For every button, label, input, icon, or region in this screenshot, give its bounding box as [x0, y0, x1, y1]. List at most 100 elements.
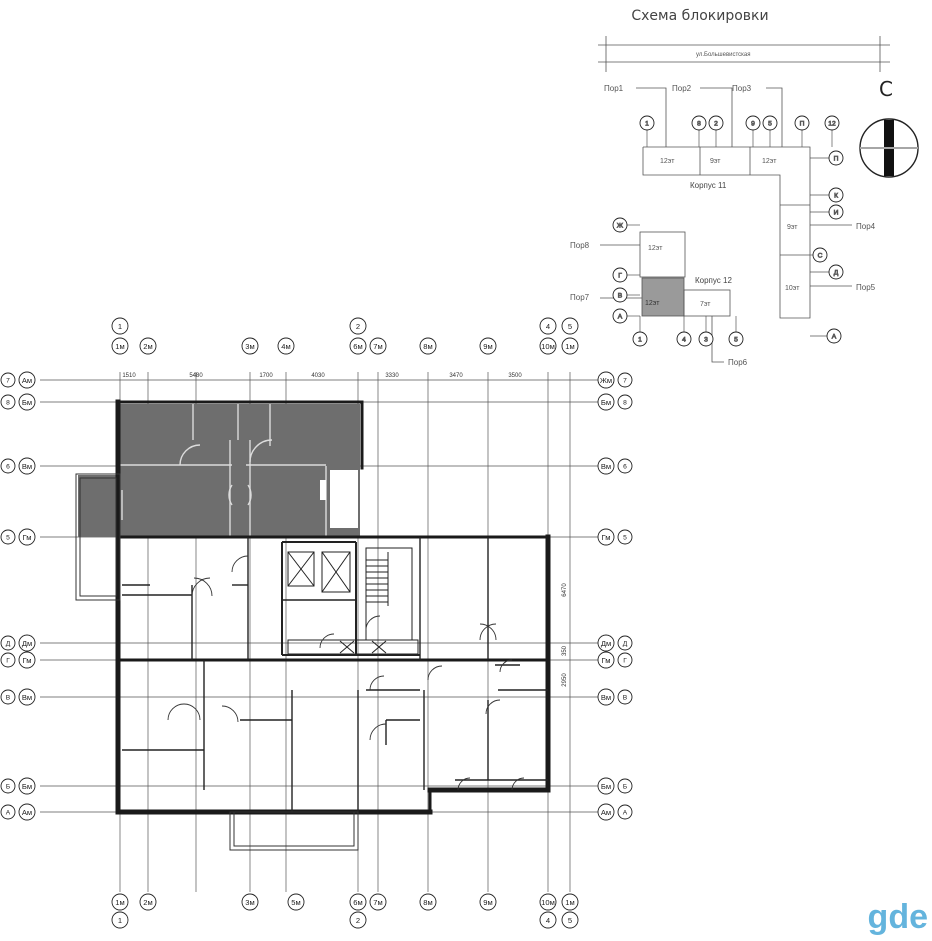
col-subaxis-top-6-label: 8м [423, 342, 432, 351]
row-axis-left-8-label: А [6, 810, 11, 817]
col-subaxis-bottom-6: 8м [419, 893, 437, 911]
scheme-axis-right-3: С [812, 247, 828, 263]
scheme-axis-right-1: К [828, 187, 844, 203]
scheme-axis-top-4: 5 [762, 115, 778, 131]
col-axis-top-2-label: 4 [546, 322, 550, 331]
col-subaxis-top-8: 10м [539, 337, 557, 355]
col-axis-top-2: 4 [539, 317, 557, 335]
row-subaxis-right-6-label: Вм [601, 693, 611, 702]
dimension-top-6: 3500 [508, 373, 522, 379]
row-subaxis-left-4-label: Дм [22, 639, 32, 648]
col-subaxis-bottom-4: 6м [349, 893, 367, 911]
col-subaxis-bottom-9: 1м [561, 893, 579, 911]
row-axis-left-1-label: 8 [6, 400, 10, 407]
col-axis-bottom-3-label: 5 [568, 916, 572, 925]
row-axis-right-5: Г [617, 652, 633, 668]
dimension-top-1: 5480 [189, 373, 203, 379]
col-axis-bottom-1-label: 2 [356, 916, 360, 925]
col-subaxis-top-9: 1м [561, 337, 579, 355]
row-axis-left-5: Г [0, 652, 16, 668]
row-axis-right-6-label: В [623, 695, 628, 702]
col-subaxis-bottom-0-label: 1м [115, 898, 124, 907]
col-axis-bottom-0-label: 1 [118, 916, 122, 925]
scheme-axis-right-0-label: П [834, 156, 839, 163]
floors-7: 12эт [645, 300, 660, 307]
scheme-axis-right-2-label: И [834, 210, 839, 217]
section-2: Пор2 [672, 84, 692, 93]
scheme-axis-right-0: П [828, 150, 844, 166]
scheme-axis-bottom-1-label: 4 [682, 337, 686, 344]
col-subaxis-bottom-8-label: 10м [541, 898, 555, 907]
col-subaxis-top-7: 9м [479, 337, 497, 355]
street-label: ул.Большевистская [696, 52, 751, 58]
scheme-axis-top-0: 1 [639, 115, 655, 131]
scheme-axis-top-1-label: 8 [697, 121, 701, 128]
scheme-axis-bottom-0-label: 1 [638, 337, 642, 344]
col-subaxis-bottom-0: 1м [111, 893, 129, 911]
dimension-right-0: 6470 [562, 583, 568, 597]
row-subaxis-left-8-label: Ам [22, 808, 32, 817]
row-axis-right-7-label: Б [623, 784, 628, 791]
floors-2: 9эт [710, 158, 721, 165]
col-subaxis-bottom-2-label: 3м [245, 898, 254, 907]
dimension-top-5: 3470 [449, 373, 463, 379]
row-axis-right-2: 6 [617, 458, 633, 474]
section-7: Пор7 [570, 293, 590, 302]
row-subaxis-right-5: Гм [597, 651, 615, 669]
row-subaxis-left-6-label: Вм [22, 693, 32, 702]
row-subaxis-right-0-label: Жм [600, 376, 612, 385]
scheme-axis-left-0: Ж [612, 217, 628, 233]
col-axis-top-1-label: 2 [356, 322, 360, 331]
col-subaxis-bottom-7-label: 9м [483, 898, 492, 907]
row-axis-left-0: 7 [0, 372, 16, 388]
scheme-axis-left-2: В [612, 287, 628, 303]
scheme-axis-top-4-label: 5 [768, 121, 772, 128]
row-axis-left-5-label: Г [6, 658, 10, 665]
col-subaxis-bottom-9-label: 1м [565, 898, 574, 907]
row-subaxis-right-5-label: Гм [602, 656, 611, 665]
floors-1: 12эт [660, 158, 675, 165]
row-axis-left-7-label: Б [6, 784, 11, 791]
row-axis-right-0: 7 [617, 372, 633, 388]
row-axis-right-8: А [617, 804, 633, 820]
row-axis-right-1-label: 8 [623, 400, 627, 407]
section-3: Пор3 [732, 84, 752, 93]
row-axis-left-8: А [0, 804, 16, 820]
col-subaxis-top-2-label: 3м [245, 342, 254, 351]
col-axis-bottom-2-label: 4 [546, 916, 550, 925]
col-subaxis-top-5: 7м [369, 337, 387, 355]
row-subaxis-left-1: Бм [18, 393, 36, 411]
floors-4: 9эт [787, 224, 798, 231]
row-subaxis-right-4: Дм [597, 634, 615, 652]
compass-label: С [879, 77, 893, 101]
col-subaxis-bottom-4-label: 6м [353, 898, 362, 907]
scheme-axis-bottom-1: 4 [676, 331, 692, 347]
scheme-axis-top-2-label: 2 [714, 121, 718, 128]
row-axis-left-0-label: 7 [6, 378, 10, 385]
col-subaxis-top-5-label: 7м [373, 342, 382, 351]
scheme-axis-top-3: 9 [745, 115, 761, 131]
col-subaxis-top-7-label: 9м [483, 342, 492, 351]
highlighted-apartment [78, 404, 360, 537]
row-axis-left-7: Б [0, 778, 16, 794]
floor-plan [40, 372, 600, 892]
col-subaxis-bottom-2: 3м [241, 893, 259, 911]
floors-5: 10эт [785, 285, 800, 292]
col-subaxis-top-8-label: 10м [541, 342, 555, 351]
row-subaxis-right-7-label: Бм [601, 782, 611, 791]
scheme-axis-left-0-label: Ж [617, 223, 624, 230]
row-subaxis-right-1-label: Бм [601, 398, 611, 407]
row-subaxis-right-3: Гм [597, 528, 615, 546]
col-axis-bottom-0: 1 [111, 911, 129, 929]
row-subaxis-left-0-label: Ам [22, 376, 32, 385]
row-axis-left-6-label: В [6, 695, 11, 702]
blocking-scheme: Схема блокировки ул.Большевистская 12эт … [570, 8, 890, 367]
section-4: Пор4 [856, 222, 876, 231]
scheme-axis-top-1: 8 [691, 115, 707, 131]
section-6: Пор6 [728, 358, 748, 367]
floors-3: 12эт [762, 158, 777, 165]
col-subaxis-top-0-label: 1м [115, 342, 124, 351]
row-axis-left-2-label: 6 [6, 464, 10, 471]
